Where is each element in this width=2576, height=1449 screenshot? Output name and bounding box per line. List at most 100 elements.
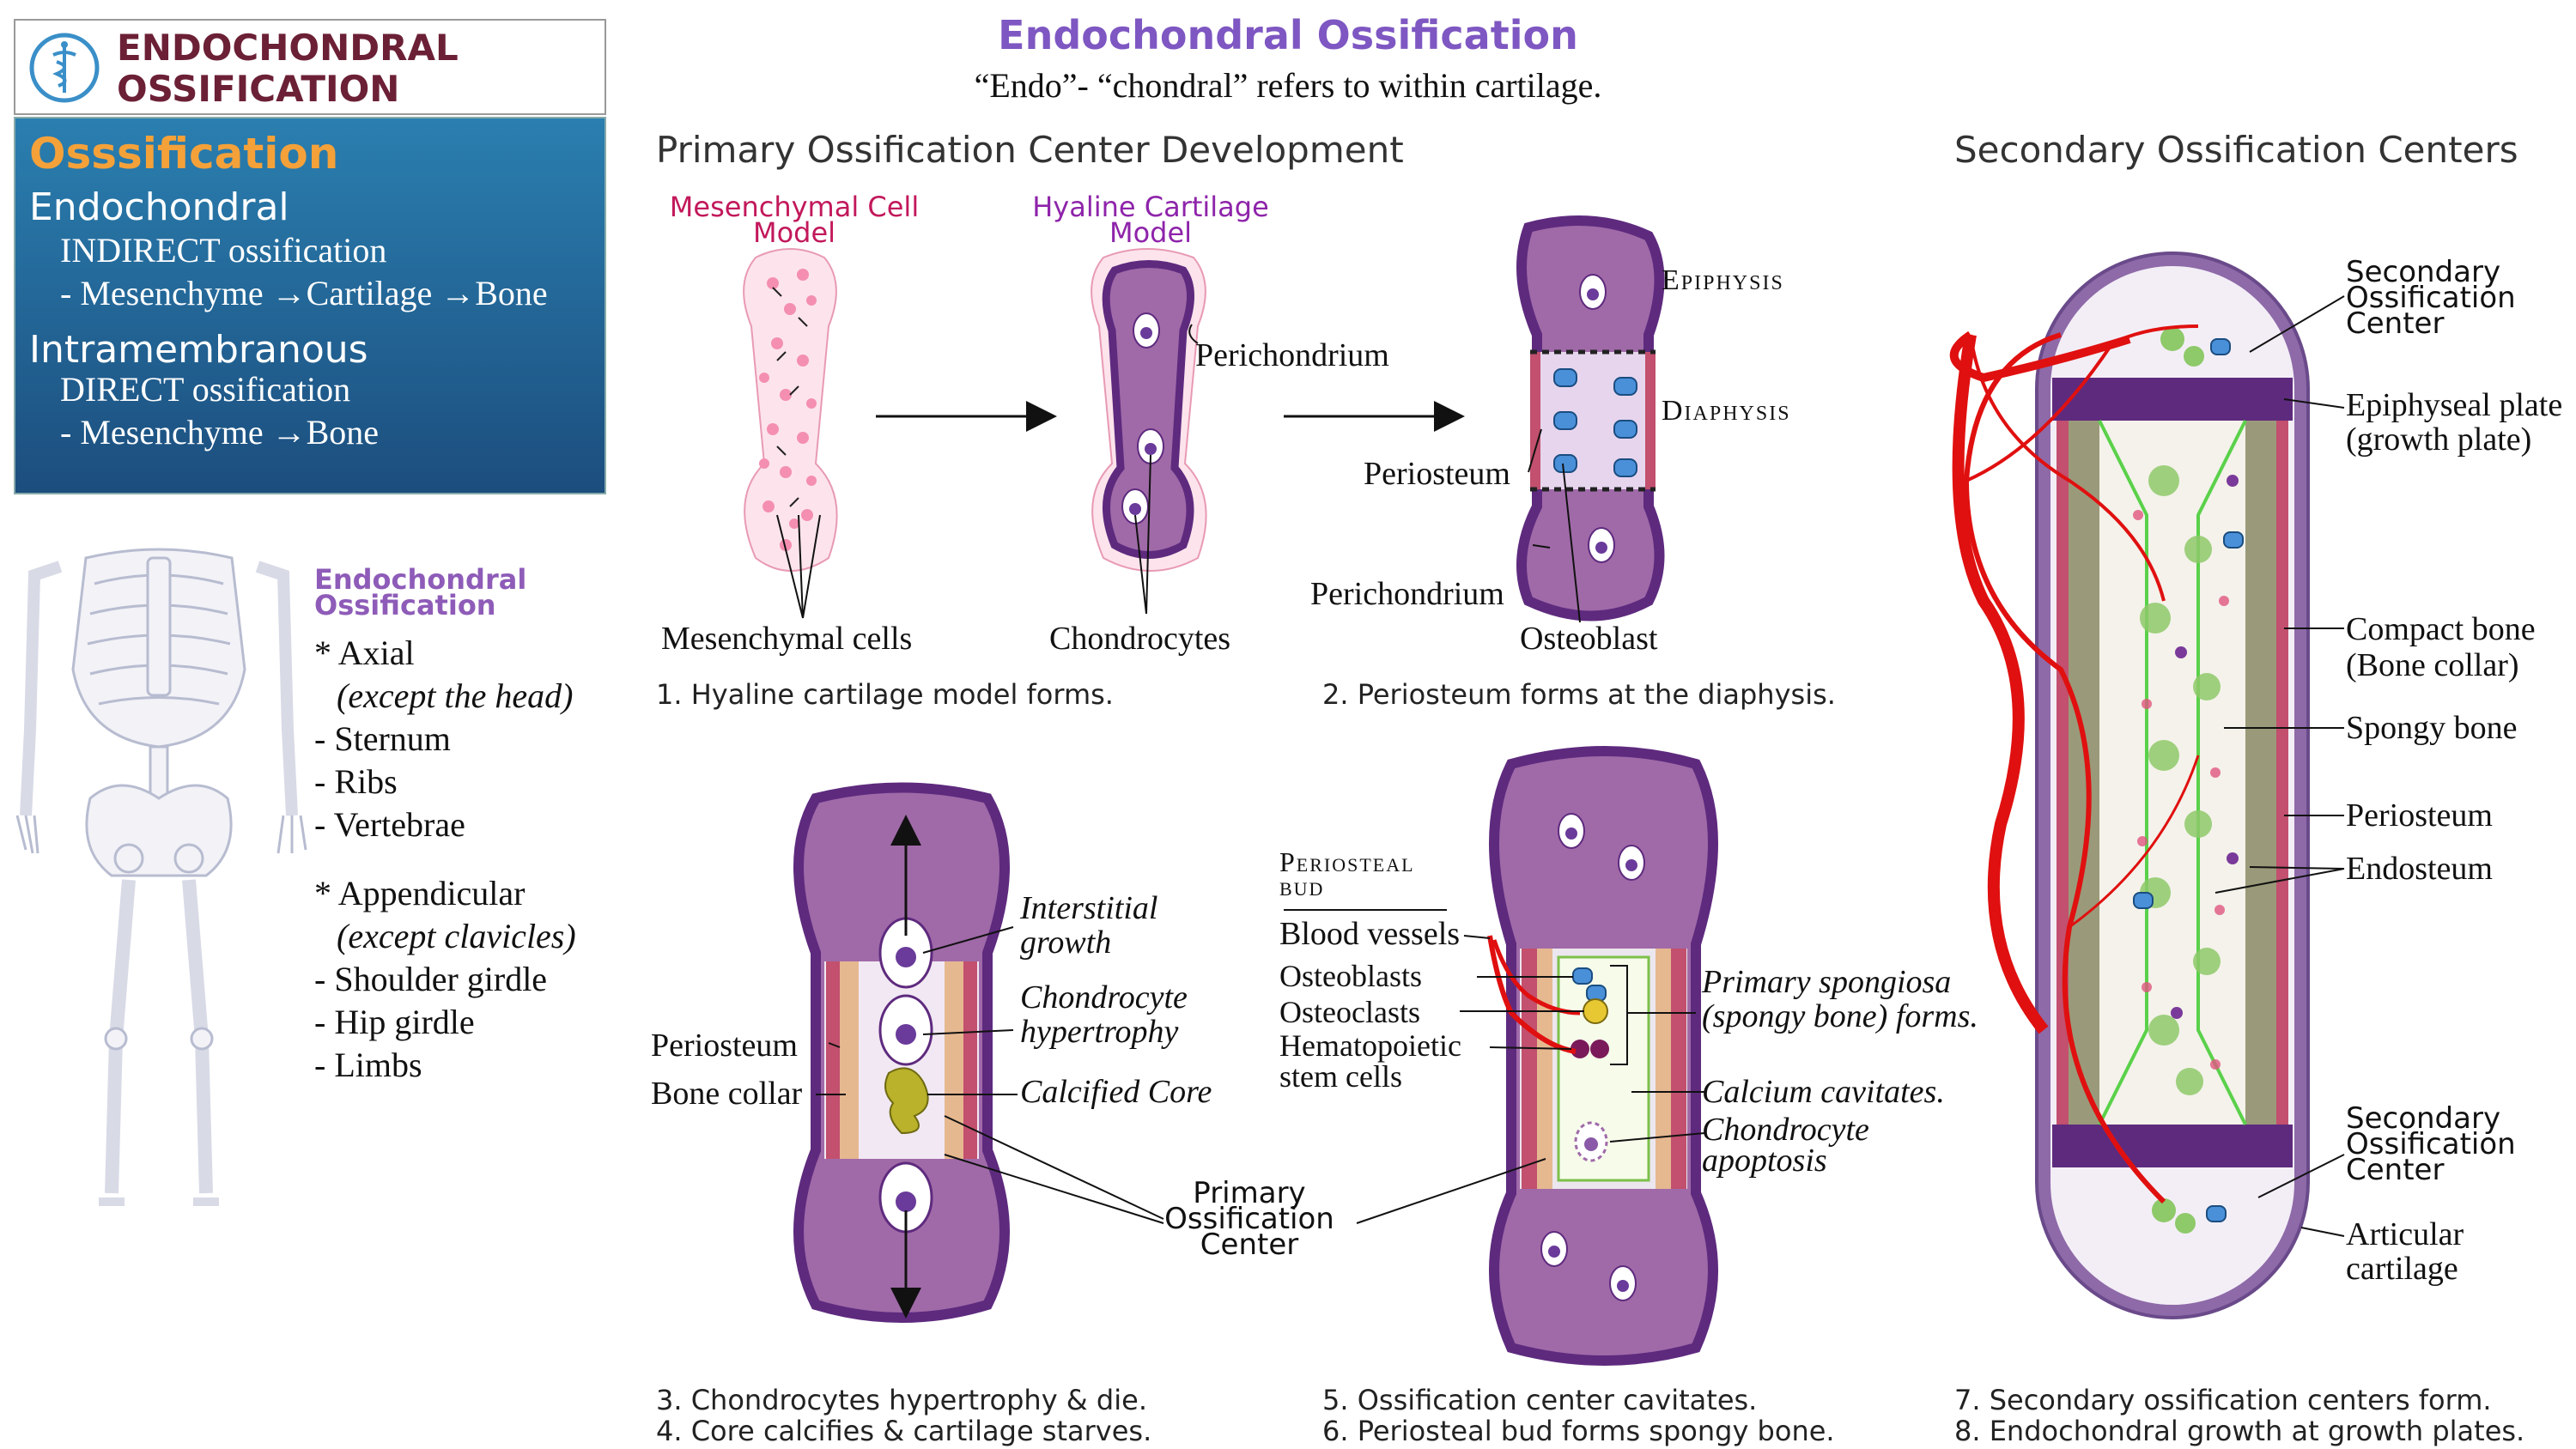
hematopoietic-line1: Hematopoietic — [1279, 1028, 1461, 1063]
header-box — [14, 19, 606, 115]
appendicular-item: Limbs — [334, 1046, 422, 1084]
blood-vessels-label: Blood vessels — [1279, 916, 1461, 952]
secondary-center-bottom-label: Secondary Ossification Center — [2346, 1101, 2516, 1187]
mesenchymal-model — [743, 248, 838, 572]
secondary-top-line2: Ossification — [2346, 281, 2516, 315]
epiphyseal-line2: (growth plate) — [2346, 421, 2532, 458]
interstitial-line2: growth — [1020, 925, 1112, 961]
periosteal-bud-label: Periosteal bud — [1279, 846, 1415, 900]
page-title: Endochondral Ossification — [998, 12, 1578, 58]
secondary-section-title: Secondary Ossification Centers — [1954, 129, 2518, 171]
perichondrium-label-2: Perichondrium — [1310, 576, 1504, 612]
hematopoietic-line2: stem cells — [1279, 1059, 1402, 1094]
stage5-caption-2: 6. Periosteal bud forms spongy bone. — [1322, 1415, 1835, 1447]
hyaline-model-line2: Model — [1109, 216, 1193, 249]
stage5-pointers — [1284, 909, 1705, 1224]
endo-path-step-3: Bone — [475, 274, 548, 312]
axial-group: * Axial (except the head) - Sternum - Ri… — [314, 634, 574, 844]
periosteum-label-1: Periosteum — [1364, 456, 1510, 492]
compact-bone-line1: Compact bone — [2346, 611, 2536, 647]
intra-path-step-1: Mesenchyme — [80, 413, 264, 452]
intramembranous-path: - Mesenchyme →Bone — [60, 413, 380, 452]
stage2-caption: 2. Periosteum forms at the diaphysis. — [1322, 678, 1836, 711]
primary-center-line3: Center — [1200, 1228, 1299, 1262]
endochondral-path: - Mesenchyme →Cartilage →Bone — [60, 274, 548, 312]
stage3-caption-2: 4. Core calcifies & cartilage starves. — [656, 1415, 1152, 1447]
epiphyseal-plate-label: Epiphyseal plate (growth plate) — [2346, 388, 2562, 457]
osteoclasts-label: Osteoclasts — [1279, 995, 1420, 1029]
secondary-top-line3: Center — [2346, 306, 2445, 341]
stage3-caption-1: 3. Chondrocytes hypertrophy & die. — [656, 1384, 1147, 1416]
stage7-pointers — [2215, 295, 2345, 1237]
hyaline-cartilage-model — [1091, 248, 1207, 572]
appendicular-item: Shoulder girdle — [334, 960, 548, 998]
intra-path-step-2: Bone — [306, 413, 380, 452]
stage7-caption-2: 8. Endochondral growth at growth plates. — [1954, 1415, 2525, 1447]
endo-path-step-2: Cartilage — [306, 274, 433, 312]
appendicular-item: Hip girdle — [334, 1003, 475, 1041]
blood-vessel-main — [1952, 333, 2049, 1034]
stage2-pointers — [1528, 428, 1581, 623]
diaphysis-label: Diaphysis — [1662, 395, 1791, 427]
hematopoietic-label: Hematopoietic stem cells — [1279, 1030, 1461, 1092]
intramembranous-type: DIRECT ossification — [60, 370, 351, 409]
arrow-right-icon: → — [271, 274, 307, 312]
stage7-caption-1: 7. Secondary ossification centers form. — [1954, 1384, 2492, 1416]
skeleton-list-heading: Endochondral Ossification — [314, 563, 527, 621]
mesenchymal-cells-pointers — [776, 514, 821, 619]
appendicular-note: (except clavicles) — [337, 917, 576, 955]
skeleton-illustration — [15, 548, 307, 1206]
secondary-bottom-line1: Secondary — [2346, 1101, 2501, 1136]
header-title-line1: ENDOCHONDRAL — [117, 27, 459, 69]
periosteal-bud-line1: Periosteal — [1279, 846, 1415, 877]
stage3-pointers — [816, 926, 1164, 1224]
hyaline-model-label: Hyaline Cartilage Model — [1013, 193, 1288, 249]
primary-section-title: Primary Ossification Center Development — [656, 129, 1404, 171]
appendicular-group: * Appendicular (except clavicles) - Shou… — [314, 874, 576, 1084]
axial-note: (except the head) — [337, 676, 574, 715]
periosteum-label-2: Periosteum — [651, 1028, 798, 1064]
secondary-bottom-line2: Ossification — [2346, 1127, 2516, 1161]
intramembranous-title: Intramembranous — [29, 328, 368, 372]
articular-cartilage-label: Articular cartilage — [2346, 1217, 2464, 1286]
skeleton-heading-line1: Endochondral — [314, 563, 527, 596]
summary-panel — [14, 117, 606, 494]
mesenchymal-cells-label: Mesenchymal cells — [661, 621, 913, 657]
apoptosis-line1: Chondrocyte — [1702, 1112, 1869, 1148]
periosteum-label-3: Periosteum — [2346, 797, 2493, 834]
spongy-bone-label: Spongy bone — [2346, 710, 2518, 746]
primary-center-line1: Primary — [1193, 1176, 1306, 1210]
arrow-right-icon: → — [271, 413, 307, 452]
hyaline-pointers — [1134, 324, 1199, 615]
mesenchymal-model-label: Mesenchymal Cell Model — [657, 193, 932, 249]
appendicular-label: Appendicular — [337, 874, 526, 912]
stage5-caption-1: 5. Ossification center cavitates. — [1322, 1384, 1758, 1416]
calcium-cavitates-label: Calcium cavitates. — [1702, 1074, 1945, 1110]
chondrocytes-label: Chondrocytes — [1049, 621, 1231, 657]
long-bone-secondary — [1963, 252, 2310, 1319]
interstitial-line1: Interstitial — [1020, 890, 1158, 926]
spongiosa-line1: Primary spongiosa — [1702, 964, 1952, 1000]
endo-path-step-1: Mesenchyme — [80, 274, 264, 312]
axial-item: Vertebrae — [333, 805, 465, 844]
chondrocyte-hypertrophy-label: Chondrocyte hypertrophy — [1020, 980, 1188, 1049]
osteoblast-label: Osteoblast — [1520, 621, 1658, 657]
page-subtitle: “Endo”- “chondral” refers to within cart… — [974, 66, 1602, 105]
endochondral-title: Endochondral — [29, 185, 289, 229]
interstitial-growth-label: Interstitial growth — [1020, 891, 1157, 960]
arrow-right-icon: → — [440, 274, 476, 312]
axial-item: Sternum — [334, 719, 451, 758]
mesenchymal-model-line2: Model — [752, 216, 836, 249]
epiphyseal-line1: Epiphyseal plate — [2346, 387, 2563, 423]
apoptosis-line2: apoptosis — [1702, 1143, 1827, 1179]
epiphysis-label: Epiphysis — [1662, 264, 1784, 296]
caduceus-icon — [27, 31, 101, 105]
summary-heading: Osssification — [29, 129, 339, 179]
compact-bone-line2: (Bone collar) — [2346, 647, 2519, 683]
skeleton-heading-line2: Ossification — [314, 589, 496, 621]
axial-item: Ribs — [334, 762, 398, 801]
secondary-bottom-line3: Center — [2346, 1153, 2445, 1187]
osteoblasts-label: Osteoblasts — [1279, 959, 1422, 993]
primary-spongiosa-label: Primary spongiosa (spongy bone) forms. — [1702, 965, 1978, 1034]
